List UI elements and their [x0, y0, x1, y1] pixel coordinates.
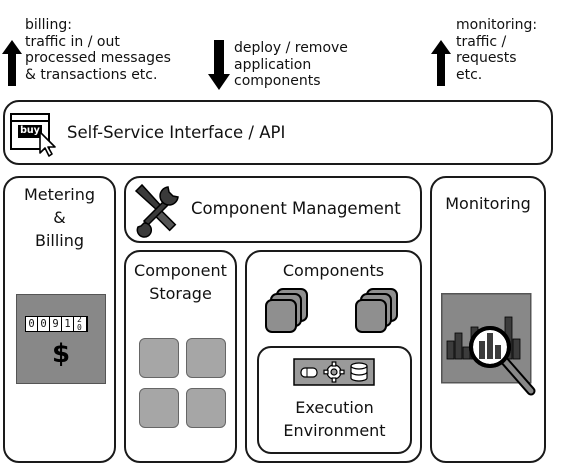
wrench-screwdriver-icon — [134, 183, 179, 238]
stored-component-tile — [139, 338, 179, 378]
monitoring-title: Monitoring — [445, 194, 531, 213]
metering-counter-panel — [16, 294, 106, 384]
meter-digit: 2 — [77, 317, 82, 324]
execution-environment-title: Execution Environment — [283, 398, 386, 440]
meter-digit: 0 — [77, 323, 82, 331]
stored-component-tile — [186, 338, 226, 378]
meter-digit: 1 — [62, 317, 74, 331]
arrow-up-billing-icon — [2, 40, 22, 86]
arrow-down-deploy-icon — [208, 40, 230, 90]
self-service-interface-panel — [3, 100, 553, 165]
component-management-title: Component Management — [191, 199, 401, 218]
runtime-resources-icon — [293, 358, 375, 386]
component-stack-icon — [355, 288, 398, 333]
component-stack-icon — [265, 288, 308, 333]
meter-digit: 9 — [50, 317, 62, 331]
stored-component-tile — [139, 388, 179, 428]
metering-billing-title: Metering & Billing — [23, 185, 96, 250]
component-management-panel — [124, 176, 422, 243]
monitoring-magnifier-chart-icon — [441, 293, 536, 396]
meter-digit: 0 — [26, 317, 38, 331]
stored-component-tile — [186, 388, 226, 428]
interface-title: Self-Service Interface / API — [67, 123, 286, 142]
browser-window-icon — [10, 113, 56, 157]
component-storage-title: Component Storage — [134, 261, 227, 303]
meter-counter: 0 0 9 1 2 0 — [25, 316, 88, 332]
meter-digit: 0 — [38, 317, 50, 331]
components-title: Components — [282, 261, 385, 280]
billing-annotation: billing: traffic in / out processed mess… — [25, 17, 171, 83]
meter-rolling-digit: 2 0 — [74, 317, 87, 331]
monitoring-annotation: monitoring: traffic / requests etc. — [456, 17, 538, 83]
buy-label: buy — [20, 125, 40, 136]
dollar-sign: $ — [51, 339, 71, 369]
execution-environment-panel — [257, 346, 412, 454]
deploy-annotation: deploy / remove application components — [234, 40, 348, 89]
arrow-up-monitoring-icon — [431, 40, 451, 86]
